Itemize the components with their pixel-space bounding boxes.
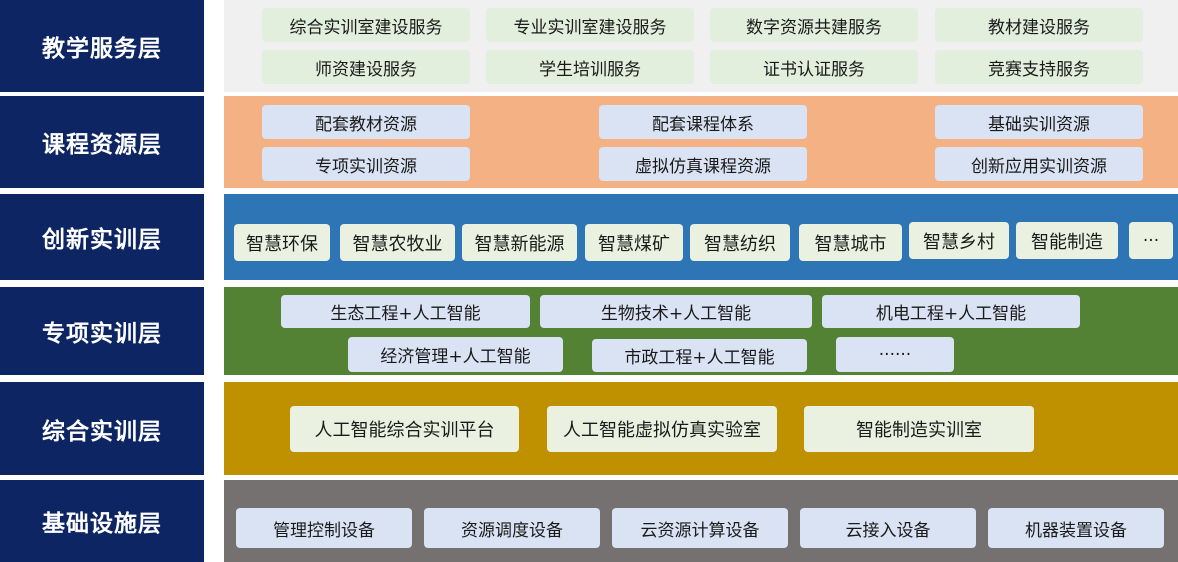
band-course: 配套教材资源 配套课程体系 基础实训资源 专项实训资源 虚拟仿真课程资源 创新应… bbox=[224, 96, 1178, 188]
special-box-more: ······ bbox=[836, 337, 954, 372]
device-box: 云资源计算设备 bbox=[612, 508, 788, 548]
special-box: 经济管理+人工智能 bbox=[348, 337, 563, 372]
innovation-box: 智慧城市 bbox=[799, 224, 902, 261]
special-box: 市政工程+人工智能 bbox=[592, 339, 807, 372]
resource-box: 专项实训资源 bbox=[262, 147, 470, 181]
band-infra: 管理控制设备 资源调度设备 云资源计算设备 云接入设备 机器装置设备 bbox=[224, 480, 1178, 562]
platform-box: 人工智能虚拟仿真实验室 bbox=[547, 406, 777, 452]
layer-special: 专项实训层 生态工程+人工智能 生物技术+人工智能 机电工程+人工智能 经济管理… bbox=[0, 287, 1178, 375]
resource-box: 配套课程体系 bbox=[599, 105, 807, 139]
resource-box: 创新应用实训资源 bbox=[935, 147, 1143, 181]
service-box: 证书认证服务 bbox=[710, 50, 918, 84]
special-box: 生物技术+人工智能 bbox=[540, 295, 812, 328]
innovation-box: 智慧纺织 bbox=[690, 224, 790, 261]
service-box: 师资建设服务 bbox=[262, 50, 470, 84]
layer-label-course: 课程资源层 bbox=[0, 96, 204, 188]
resource-box: 配套教材资源 bbox=[262, 105, 470, 139]
layer-course: 课程资源层 配套教材资源 配套课程体系 基础实训资源 专项实训资源 虚拟仿真课程… bbox=[0, 96, 1178, 188]
service-box: 综合实训室建设服务 bbox=[262, 8, 470, 42]
service-box: 学生培训服务 bbox=[486, 50, 694, 84]
platform-box: 人工智能综合实训平台 bbox=[290, 406, 519, 452]
innovation-box-more: ··· bbox=[1129, 222, 1173, 259]
device-box: 资源调度设备 bbox=[424, 508, 600, 548]
layer-innovation: 创新实训层 智慧环保 智慧农牧业 智慧新能源 智慧煤矿 智慧纺织 智慧城市 智慧… bbox=[0, 194, 1178, 280]
service-box: 教材建设服务 bbox=[935, 8, 1143, 42]
band-teaching: 综合实训室建设服务 专业实训室建设服务 数字资源共建服务 教材建设服务 师资建设… bbox=[224, 0, 1178, 92]
innovation-box: 智能制造 bbox=[1016, 222, 1118, 259]
layer-label-teaching: 教学服务层 bbox=[0, 0, 204, 92]
layer-label-infra: 基础设施层 bbox=[0, 480, 204, 562]
layer-comprehensive: 综合实训层 人工智能综合实训平台 人工智能虚拟仿真实验室 智能制造实训室 bbox=[0, 382, 1178, 475]
layer-infra: 基础设施层 管理控制设备 资源调度设备 云资源计算设备 云接入设备 机器装置设备 bbox=[0, 480, 1178, 562]
innovation-box: 智慧环保 bbox=[234, 224, 330, 261]
platform-box: 智能制造实训室 bbox=[804, 406, 1034, 452]
innovation-box: 智慧乡村 bbox=[909, 222, 1009, 259]
service-box: 竞赛支持服务 bbox=[935, 50, 1143, 84]
service-box: 数字资源共建服务 bbox=[710, 8, 918, 42]
layer-teaching: 教学服务层 综合实训室建设服务 专业实训室建设服务 数字资源共建服务 教材建设服… bbox=[0, 0, 1178, 92]
special-box: 生态工程+人工智能 bbox=[281, 295, 530, 328]
band-special: 生态工程+人工智能 生物技术+人工智能 机电工程+人工智能 经济管理+人工智能 … bbox=[224, 287, 1178, 375]
resource-box: 虚拟仿真课程资源 bbox=[599, 147, 807, 181]
resource-box: 基础实训资源 bbox=[935, 105, 1143, 139]
device-box: 云接入设备 bbox=[800, 508, 976, 548]
band-comprehensive: 人工智能综合实训平台 人工智能虚拟仿真实验室 智能制造实训室 bbox=[224, 382, 1178, 475]
innovation-box: 智慧农牧业 bbox=[340, 224, 455, 261]
layer-label-innovation: 创新实训层 bbox=[0, 194, 204, 280]
device-box: 机器装置设备 bbox=[988, 508, 1164, 548]
innovation-box: 智慧煤矿 bbox=[585, 224, 683, 261]
special-box: 机电工程+人工智能 bbox=[822, 295, 1080, 328]
band-innovation: 智慧环保 智慧农牧业 智慧新能源 智慧煤矿 智慧纺织 智慧城市 智慧乡村 智能制… bbox=[224, 194, 1178, 280]
layer-label-comprehensive: 综合实训层 bbox=[0, 382, 204, 475]
device-box: 管理控制设备 bbox=[236, 508, 412, 548]
service-box: 专业实训室建设服务 bbox=[486, 8, 694, 42]
layer-label-special: 专项实训层 bbox=[0, 287, 204, 375]
innovation-box: 智慧新能源 bbox=[462, 224, 577, 261]
